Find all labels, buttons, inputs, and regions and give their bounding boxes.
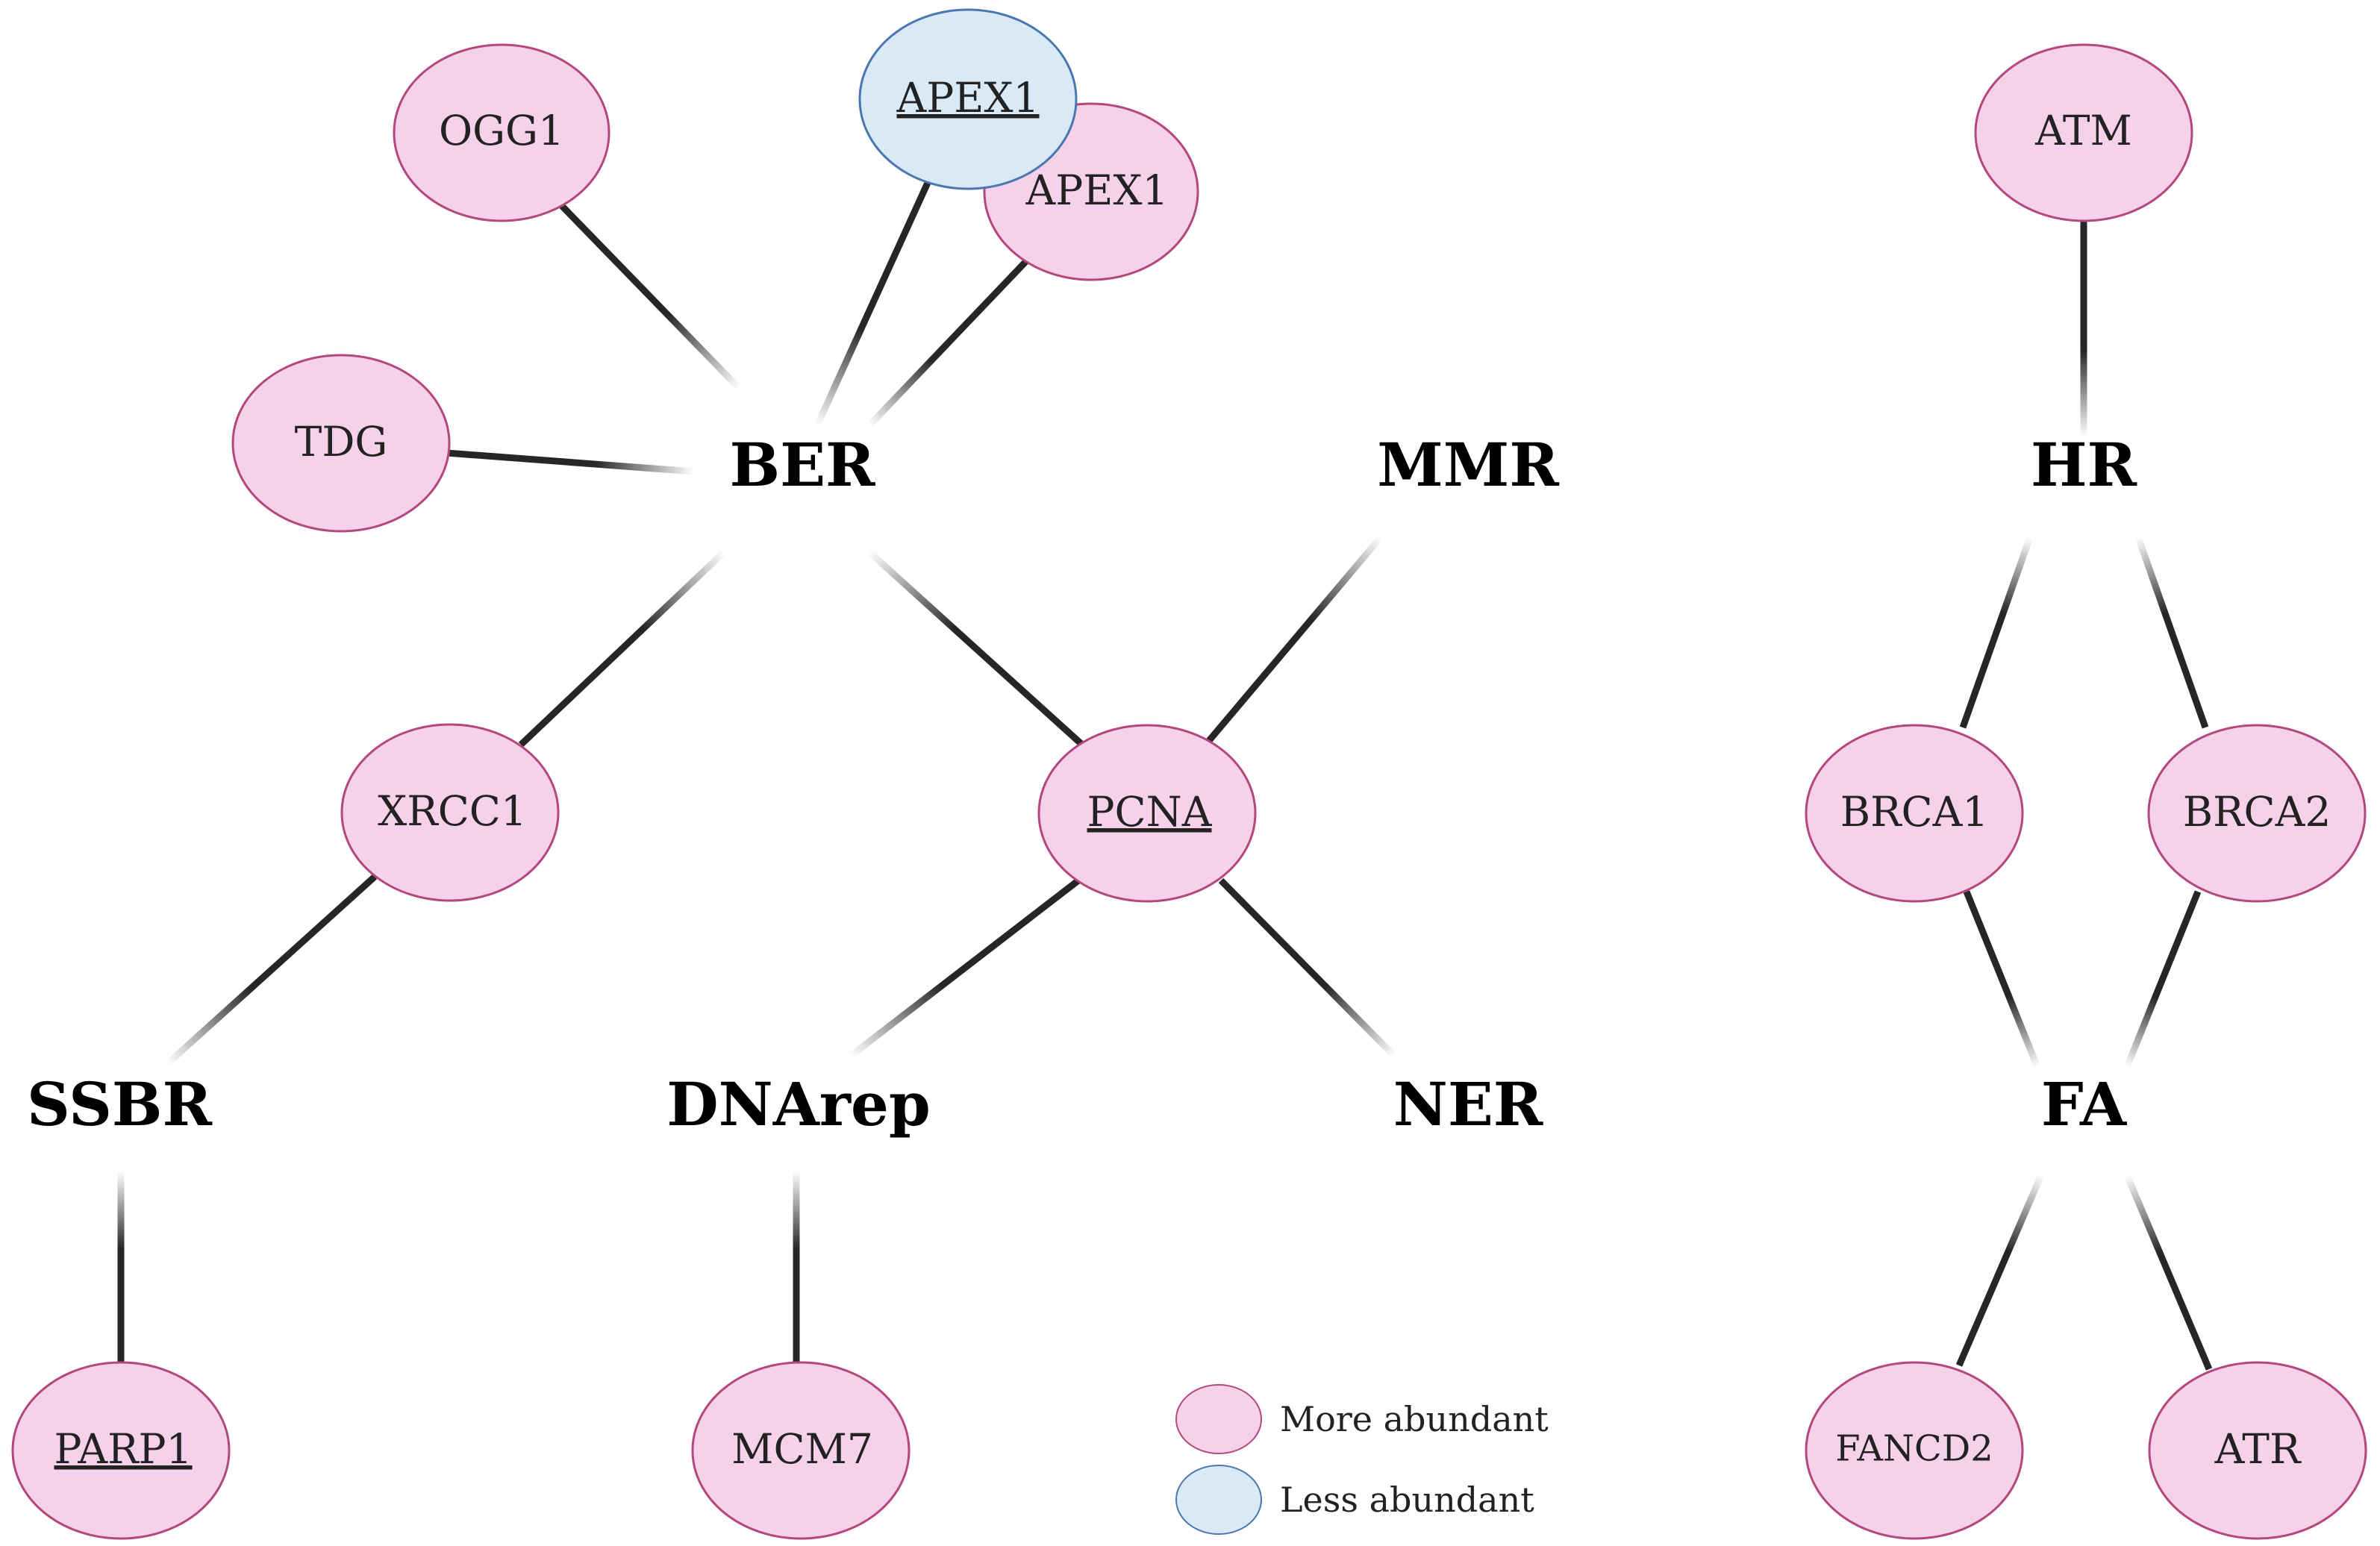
edge-atr-fa	[2123, 1174, 2213, 1371]
node-brca2: BRCA2	[2147, 724, 2367, 903]
pathway-ssbr: SSBR	[27, 1069, 212, 1139]
pathway-mmr: MMR	[1377, 430, 1559, 500]
edge-fancd2-fa	[1955, 1174, 2045, 1367]
pathway-ber: BER	[729, 430, 875, 500]
node-fancd2: FANCD2	[1805, 1361, 2024, 1540]
node-mcm7-label: MCM7	[731, 1425, 873, 1473]
legend-swatch-less	[1175, 1465, 1262, 1535]
node-ogg1-label: OGG1	[439, 107, 564, 154]
node-atr: ATR	[2148, 1361, 2367, 1540]
pathway-hr: HR	[2031, 430, 2137, 500]
pathway-fa: FA	[2041, 1069, 2127, 1139]
node-brca1-shape	[1805, 724, 2024, 903]
node-apex1-less-shape	[858, 8, 1078, 190]
node-xrcc1-shape	[340, 723, 560, 902]
node-mcm7-shape	[691, 1361, 911, 1540]
node-fancd2-shape	[1805, 1361, 2024, 1540]
node-parp1-label: PARP1	[54, 1425, 192, 1473]
node-atm-shape	[1974, 43, 2193, 222]
legend-item-more: More abundant	[1175, 1384, 1549, 1454]
edge-ogg1-ber	[558, 202, 742, 391]
edge-xrcc1-ssbr	[165, 874, 378, 1066]
legend-label-less: Less abundant	[1280, 1480, 1534, 1520]
pathway-dnarep: DNArep	[666, 1069, 931, 1139]
pathway-ner: NER	[1393, 1069, 1543, 1139]
node-brca2-label: BRCA2	[2183, 788, 2331, 836]
node-pcna: PCNA	[1037, 724, 1257, 903]
node-brca1-label: BRCA1	[1840, 788, 1989, 836]
edge-brca1-hr	[1959, 536, 2034, 729]
node-tdg: TDG	[231, 354, 451, 533]
node-apex1-less: APEX1	[858, 8, 1078, 190]
edge-brca2-hr	[2134, 536, 2209, 729]
pathway-labels: BER MMR HR SSBR DNArep NER FA	[27, 430, 2137, 1139]
node-atr-shape	[2148, 1361, 2367, 1540]
edge-apex1-less-ber	[813, 181, 931, 427]
node-brca2-shape	[2147, 724, 2367, 903]
node-xrcc1-label: XRCC1	[378, 787, 527, 835]
node-parp1-shape	[11, 1361, 231, 1540]
node-xrcc1: XRCC1	[340, 723, 560, 902]
legend-item-less: Less abundant	[1175, 1465, 1534, 1535]
edge-pcna-ner	[1218, 877, 1397, 1059]
edge-pcna-mmr	[1205, 535, 1384, 745]
node-tdg-label: TDG	[295, 418, 388, 466]
edge-pcna-ber	[866, 549, 1085, 748]
node-ogg1-shape	[393, 43, 610, 222]
edge-xrcc1-ber	[518, 549, 727, 748]
edges	[117, 181, 2213, 1371]
node-tdg-shape	[231, 354, 451, 533]
edge-brca1-fa	[1963, 890, 2041, 1068]
edge-pcna-dnarep	[849, 877, 1081, 1059]
node-mcm7: MCM7	[691, 1361, 911, 1540]
node-apex1-less-label: APEX1	[896, 74, 1039, 122]
legend-swatch-more	[1175, 1384, 1262, 1454]
node-atm-label: ATM	[2034, 107, 2132, 154]
legend-label-more: More abundant	[1280, 1399, 1549, 1439]
edge-tdg-ber	[446, 449, 695, 475]
edge-apex1-more-ber	[866, 258, 1029, 428]
node-brca1: BRCA1	[1805, 724, 2024, 903]
node-ogg1: OGG1	[393, 43, 610, 222]
edge-brca2-fa	[2123, 890, 2202, 1068]
node-parp1: PARP1	[11, 1361, 231, 1540]
legend: More abundant Less abundant	[1175, 1384, 1549, 1535]
node-pcna-label: PCNA	[1087, 788, 1213, 836]
node-fancd2-label: FANCD2	[1835, 1428, 1993, 1470]
node-apex1-more-label: APEX1	[1025, 166, 1168, 214]
node-atm: ATM	[1974, 43, 2193, 222]
node-pcna-shape	[1037, 724, 1257, 903]
node-atr-label: ATR	[2214, 1425, 2302, 1473]
